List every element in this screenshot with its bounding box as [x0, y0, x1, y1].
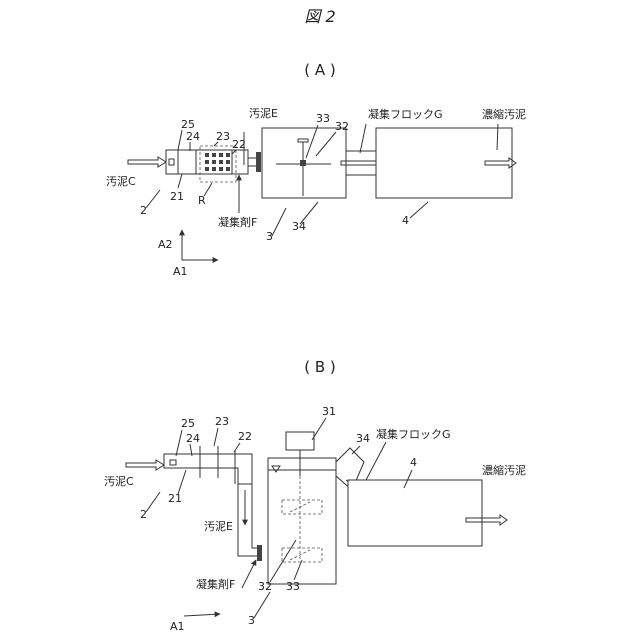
label-21: 21: [170, 190, 184, 203]
thickener-4-b: [348, 480, 507, 546]
floc-g-label: 凝集フロックG: [368, 107, 443, 121]
thickener-4: [376, 128, 516, 198]
coagulant-f-arrow-b: [242, 560, 256, 588]
figure-title: 図 2: [304, 7, 335, 26]
label-22: 22: [232, 138, 246, 151]
label-4-b: 4: [410, 456, 417, 469]
label-22-b: 22: [238, 430, 252, 443]
panel-a-caption: ( A ): [304, 61, 336, 79]
floc-g-label-b: 凝集フロックG: [376, 427, 451, 441]
coagulant-injector: [256, 152, 261, 172]
mixing-unit-2: [166, 146, 248, 182]
label-2: 2: [140, 204, 147, 217]
label-21-b: 21: [168, 492, 182, 505]
panel-a: ( A ) 汚泥C: [106, 61, 526, 278]
sludge-c-inlet-arrow: [128, 157, 166, 167]
coagulation-tank-3: [262, 128, 346, 198]
a1-label-b: A1: [170, 620, 185, 633]
coagulant-f-label-b: 凝集剤F: [196, 577, 235, 591]
label-3: 3: [266, 230, 273, 243]
label-24: 24: [186, 130, 200, 143]
label-r: R: [198, 194, 206, 207]
coagulant-injector-b: [257, 545, 262, 561]
sludge-e-label: 汚泥E: [249, 107, 278, 120]
sludge-e-label-b: 汚泥E: [204, 520, 233, 533]
label-34: 34: [292, 220, 306, 233]
thick-sludge-label: 濃縮汚泥: [482, 107, 526, 121]
label-24-b: 24: [186, 432, 200, 445]
label-25-b: 25: [181, 417, 195, 430]
label-4: 4: [402, 214, 409, 227]
axis-indicator-a: [182, 230, 218, 260]
a2-label: A2: [158, 238, 173, 251]
sludge-c-label-b: 汚泥C: [104, 475, 134, 488]
label-23-b: 23: [215, 415, 229, 428]
label-33: 33: [316, 112, 330, 125]
label-2-b: 2: [140, 508, 147, 521]
thick-sludge-label-b: 濃縮汚泥: [482, 463, 526, 477]
label-32-b: 32: [258, 580, 272, 593]
label-31-b: 31: [322, 405, 336, 418]
label-3-b: 3: [248, 614, 255, 627]
label-32: 32: [335, 120, 349, 133]
label-33-b: 33: [286, 580, 300, 593]
axis-indicator-b: [184, 614, 220, 616]
floc-outlet: [346, 151, 376, 175]
a1-label: A1: [173, 265, 188, 278]
sludge-c-label: 汚泥C: [106, 175, 136, 188]
label-23: 23: [216, 130, 230, 143]
panel-b-caption: ( B ): [304, 358, 336, 376]
label-34-b: 34: [356, 432, 370, 445]
coagulant-f-label: 凝集剤F: [218, 215, 257, 229]
panel-b: ( B ) 汚泥C 25 24 23 22 21 2 汚泥E 凝集剤F: [104, 358, 526, 633]
